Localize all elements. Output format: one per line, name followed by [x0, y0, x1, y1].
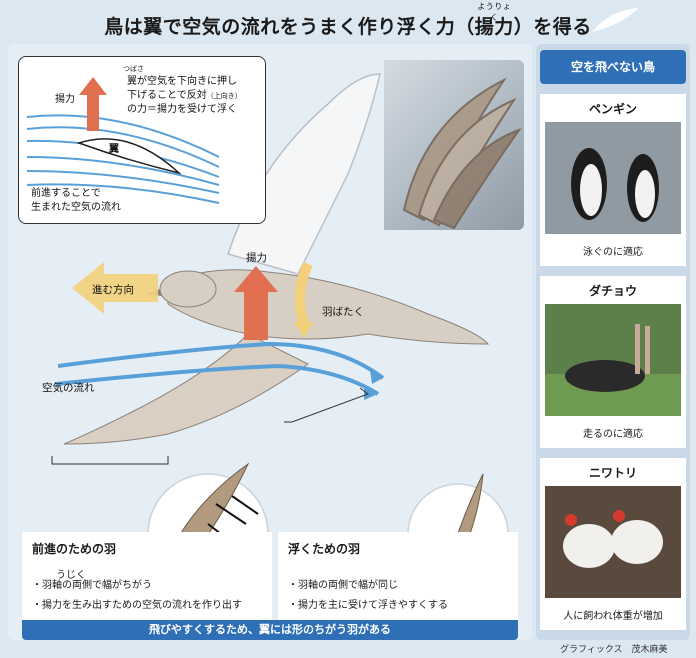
bird-name: ニワトリ	[588, 466, 637, 480]
inset-explain-3: の力＝揚力を受けて浮く	[127, 104, 237, 115]
caption-bar: 飛びやすくするため、翼には形のちがう羽がある	[22, 620, 518, 640]
feather-decoration-icon	[592, 8, 638, 32]
forward-feather-point-1: ・羽軸の両側で幅がちがう	[32, 580, 152, 591]
bird-card-chicken: ニワトリ 人に飼われ体重が増加	[540, 458, 686, 630]
float-feather-box: 浮くための羽 ・羽軸の両側で幅が同じ ・揚力を主に受けて浮きやすくする	[278, 532, 518, 622]
float-feather-title: 浮くための羽	[288, 542, 361, 556]
forward-arrow-icon	[72, 262, 158, 314]
airflow-lines	[55, 341, 385, 396]
bird-diagram	[51, 73, 509, 544]
title-emphasis-ruby: ようりょく	[477, 2, 512, 22]
inset-wing-label: 翼	[109, 144, 119, 155]
bird-name: ダチョウ	[588, 284, 637, 298]
flightless-header: 空を飛べない鳥	[540, 50, 686, 84]
forward-feather-box: 前進のための羽 うじく ・羽軸の両側で幅がちがう ・揚力を生み出すための空気の流…	[22, 532, 272, 622]
bird-name: ペンギン	[588, 102, 637, 116]
bird-card-ostrich: ダチョウ 走るのに適応	[540, 276, 686, 448]
forward-direction-label: 進む方向	[92, 284, 134, 296]
inset-flow-2: 生まれた空気の流れ	[31, 202, 121, 213]
bird-note: 泳ぐのに適応	[583, 247, 643, 258]
page-title: 鳥は翼で空気の流れをうまく作り浮く力（ようりょく揚力）を得る	[0, 2, 696, 39]
flap-arrow-icon	[294, 261, 313, 326]
inset-explain-2: 下げることで反対（上向き）	[127, 90, 242, 101]
title-prefix: 鳥は翼で空気の流れをうまく作り浮く力（	[104, 16, 475, 38]
bird-note: 人に飼われ体重が増加	[563, 611, 663, 622]
penguin-photo	[545, 122, 681, 234]
inset-flow-1: 前進することで	[31, 188, 101, 199]
flap-label: 羽ばたく	[322, 306, 364, 318]
ostrich-photo	[545, 304, 681, 416]
forward-feather-title: 前進のための羽	[32, 542, 117, 556]
lift-inset-diagram: 揚力 つばさ 翼が空気を下向きに押し 下げることで反対（上向き） の力＝揚力を受…	[18, 56, 266, 224]
forward-feather-ruby: うじく	[56, 570, 86, 581]
forward-feather-point-2: ・揚力を生み出すための空気の流れを作り出す	[32, 600, 242, 611]
chicken-photo	[545, 486, 681, 598]
lift-arrow-icon	[234, 266, 278, 340]
wing-closeup-photo	[384, 60, 524, 230]
inset-explain-1: 翼が空気を下向きに押し	[127, 76, 237, 87]
inset-wing-ruby: つばさ	[123, 65, 144, 73]
title-emphasis: 揚力	[474, 16, 514, 38]
float-feather-point-2: ・揚力を主に受けて浮きやすくする	[288, 600, 448, 611]
bird-card-penguin: ペンギン 泳ぐのに適応	[540, 94, 686, 266]
float-feather-point-1: ・羽軸の両側で幅が同じ	[288, 580, 398, 591]
credit-text: グラフィックス 茂木麻美	[560, 645, 668, 655]
lift-label: 揚力	[246, 252, 267, 264]
airflow-label: 空気の流れ	[42, 382, 95, 394]
inset-lift-label: 揚力	[55, 94, 75, 105]
bird-note: 走るのに適応	[583, 429, 643, 440]
title-suffix: ）を得る	[513, 16, 592, 38]
